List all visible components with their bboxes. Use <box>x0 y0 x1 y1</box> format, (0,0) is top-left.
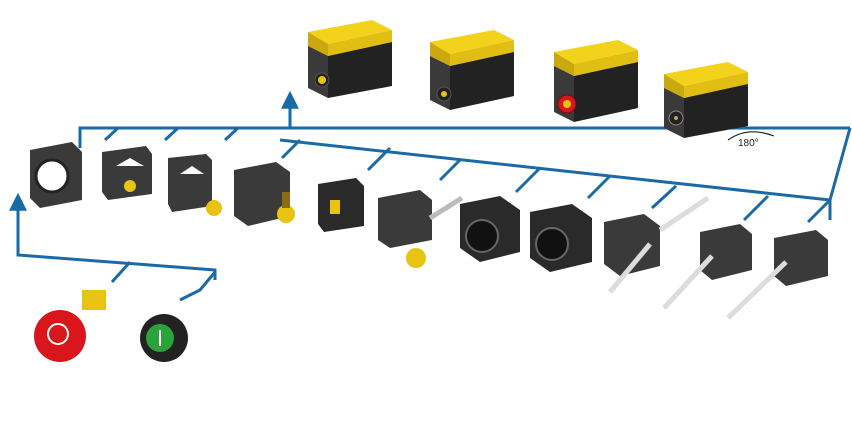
rotation-label: 180° <box>738 138 759 149</box>
connector-top-drop-11 <box>808 200 830 222</box>
connector-top-drop-9 <box>652 186 676 208</box>
module-roller-lever-short <box>102 146 152 200</box>
connector-right-edge <box>830 128 850 220</box>
connector-top-drop-3 <box>225 128 238 140</box>
connector-button-drop-2 <box>180 272 215 300</box>
connector-top-drop-2 <box>165 128 178 140</box>
connector-top-drop-7 <box>516 168 540 192</box>
top-switch-unit-3 <box>554 40 638 122</box>
top-switch-unit-1 <box>308 20 392 98</box>
top-switch-unit-4 <box>664 62 748 138</box>
module-roller-plunger-head <box>234 162 295 226</box>
connector-top-drop-6 <box>440 160 460 180</box>
module-adjustable-roller-lever <box>378 190 462 268</box>
module-rotary-head-slot <box>530 204 592 272</box>
connector-button-drop-1 <box>112 262 130 282</box>
module-plunger-head <box>318 178 364 232</box>
top-switch-unit-2 <box>430 30 514 110</box>
connector-top-drop-1 <box>105 128 118 140</box>
connector-button-branch <box>18 208 215 280</box>
module-roller-lever-angled <box>168 154 222 216</box>
connector-top-drop-8 <box>588 176 610 198</box>
rotation-indicator: 180° <box>728 132 774 149</box>
module-spring-rod <box>664 224 752 308</box>
connector-main-trunk <box>80 98 290 148</box>
module-mounting-ring <box>30 142 82 208</box>
button-start <box>140 314 188 362</box>
module-rotary-head-cross <box>460 196 520 262</box>
button-emergency-stop <box>34 290 106 362</box>
connector-top-drop-10 <box>744 196 768 220</box>
